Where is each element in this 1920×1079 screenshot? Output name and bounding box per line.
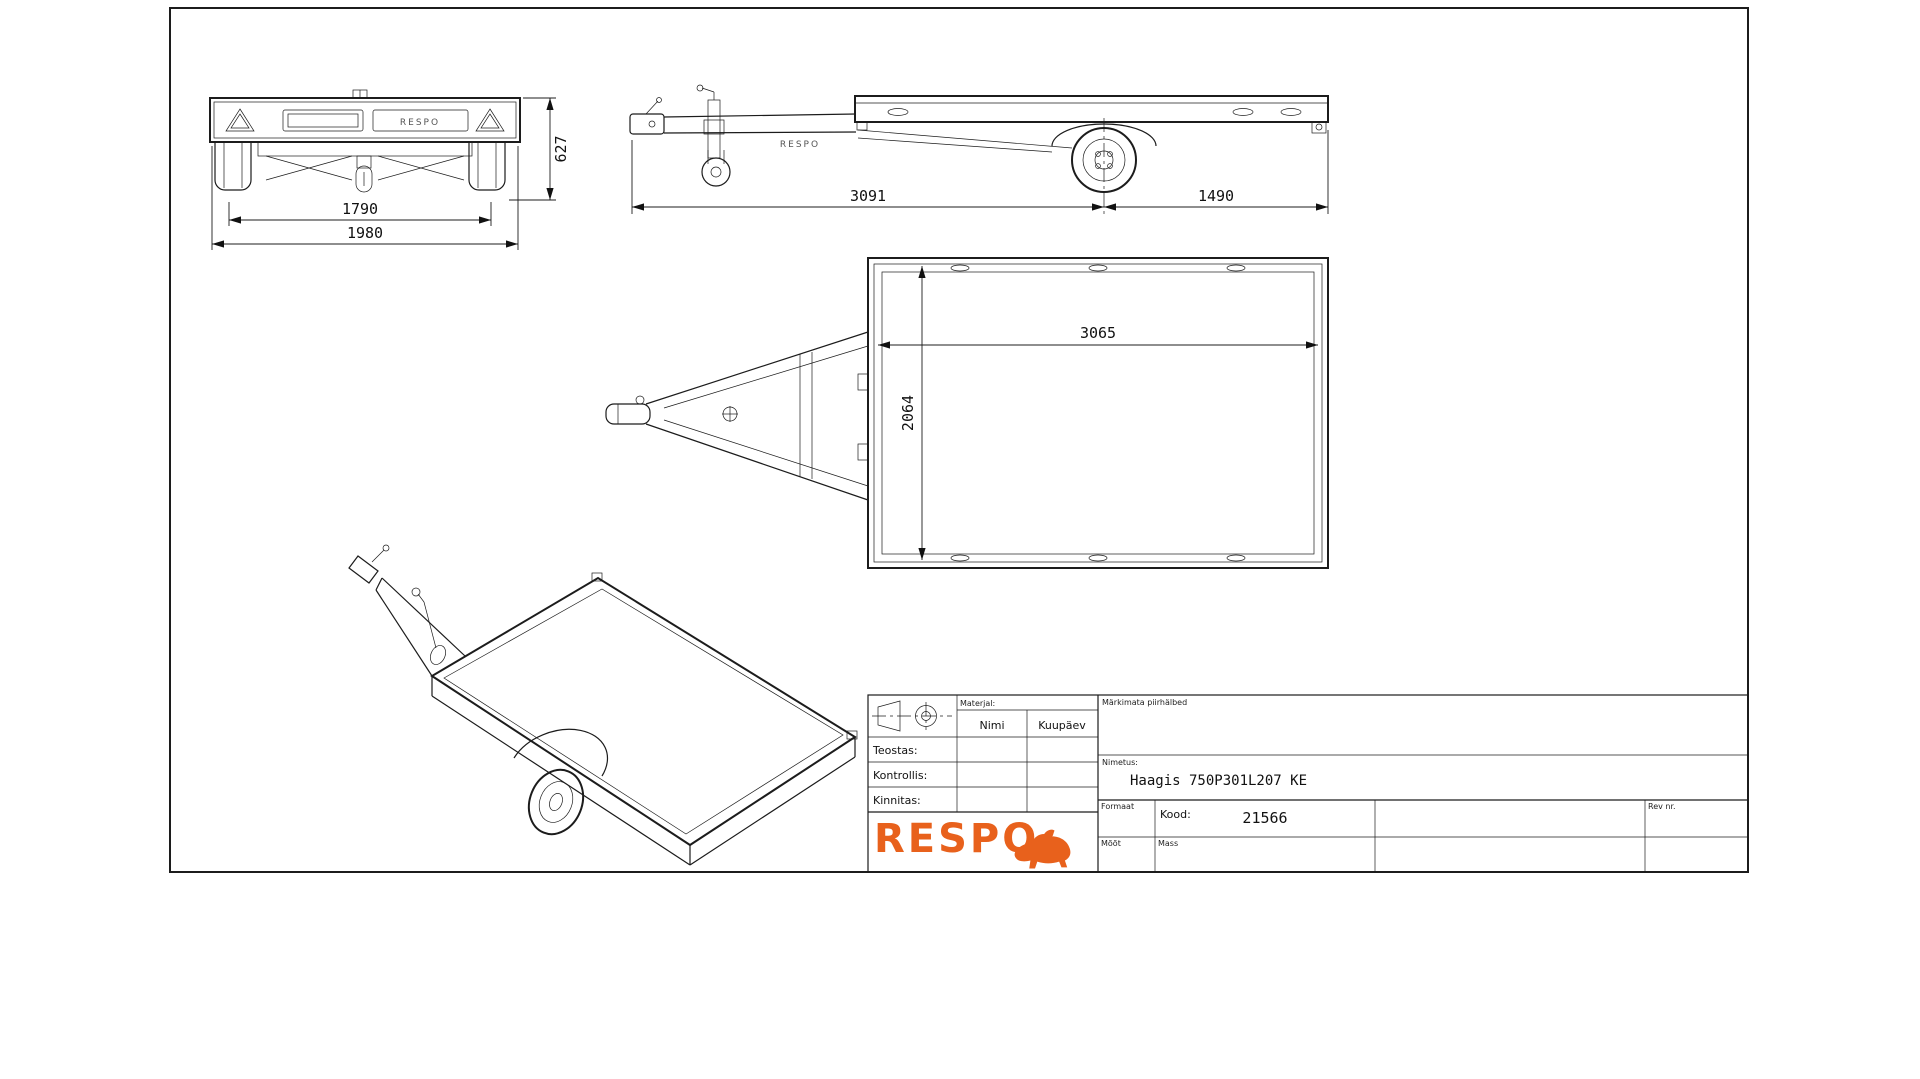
kood-label: Kood:: [1160, 808, 1191, 821]
side-view: RESPO: [629, 84, 1329, 214]
dimension-side-hitch-to-axle: 3091: [631, 140, 1104, 214]
formaat-label: Formaat: [1101, 802, 1134, 811]
title-block: Materjal: Nimi Kuupäev Teostas: Kontroll…: [867, 694, 1749, 873]
isometric-view: [348, 544, 858, 866]
rev-label: Rev nr.: [1648, 802, 1676, 811]
dim-top-inner-width-text: 2064: [899, 395, 917, 431]
dim-rear-height-text: 627: [552, 135, 570, 162]
dim-side-axle-to-rear-text: 1490: [1198, 187, 1234, 205]
mass-label: Mass: [1158, 839, 1178, 848]
dimension-top-inner-length: 3065: [878, 324, 1318, 349]
rear-left-wheel: [214, 141, 252, 191]
dimension-rear-height: 627: [509, 97, 570, 201]
nimetus-label: Nimetus:: [1102, 758, 1138, 767]
dim-rear-inner-width-text: 1790: [342, 200, 378, 218]
iso-wheel: [527, 768, 585, 836]
dimension-side-axle-to-rear: 1490: [1104, 130, 1329, 214]
dim-top-inner-length-text: 3065: [1080, 324, 1116, 342]
boar-icon: [1014, 829, 1071, 869]
dimension-rear-inner-width: 1790: [228, 200, 492, 226]
top-coupling: [605, 395, 651, 425]
side-jockey-wheel: [696, 84, 731, 187]
drawing-title: Haagis 750P301L207 KE: [1130, 773, 1307, 789]
moot-label: Mõõt: [1101, 839, 1121, 848]
dimension-rear-overall-width: 1980: [211, 146, 519, 250]
rear-right-wheel: [468, 141, 506, 191]
side-drawbar-brand-text: RESPO: [780, 140, 820, 150]
material-label: Materjal:: [960, 699, 995, 708]
top-view: 3065 2064: [605, 257, 1329, 569]
top-jockey-clamp: [722, 406, 738, 422]
tolerances-label: Märkimata piirhälbed: [1102, 698, 1187, 707]
iso-fender: [513, 728, 609, 777]
teostas-label: Teostas:: [872, 744, 918, 757]
respo-logo: RESPO: [874, 816, 1071, 869]
dim-side-hitch-to-axle-text: 3091: [850, 187, 886, 205]
rear-left-reflector-icon: [225, 108, 255, 132]
side-rear-lamp: [1311, 121, 1327, 134]
frame-border: [169, 7, 1749, 873]
name-column-header: Nimi: [979, 719, 1004, 732]
projection-symbol-icon: [872, 700, 952, 732]
dimension-top-inner-width: 2064: [899, 266, 926, 560]
iso-coupling: [348, 544, 390, 584]
kood-value: 21566: [1242, 809, 1287, 827]
date-column-header: Kuupäev: [1038, 719, 1086, 732]
dim-rear-overall-width-text: 1980: [347, 224, 383, 242]
respo-logo-text: RESPO: [874, 816, 1039, 862]
rear-panel-brand-text: RESPO: [400, 118, 440, 128]
kinnitas-label: Kinnitas:: [873, 794, 921, 807]
iso-jockey-wheel: [411, 587, 446, 665]
rear-right-reflector-icon: [475, 108, 505, 132]
side-coupling: [629, 97, 665, 135]
kontrollis-label: Kontrollis:: [873, 769, 927, 782]
rear-view: RESPO 627: [209, 89, 570, 250]
rear-jockey-wheel: [355, 155, 373, 193]
